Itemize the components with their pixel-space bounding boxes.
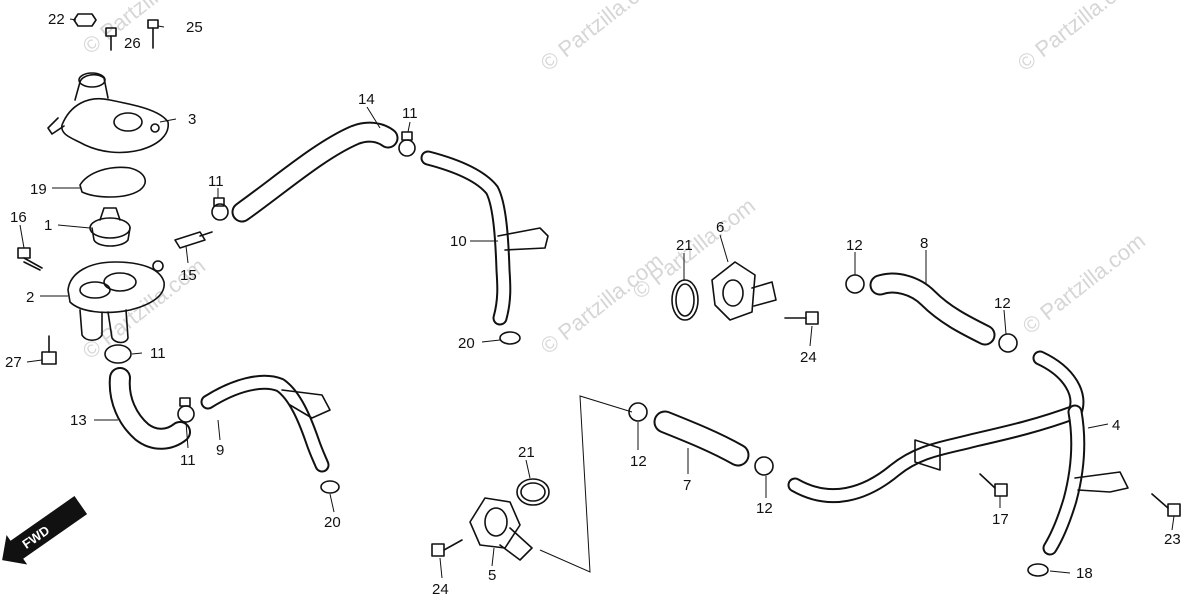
bracket-10 <box>497 227 549 251</box>
watermarks: © Partzilla.com © Partzilla.com © Partzi… <box>78 0 1150 364</box>
callouts: 22 26 25 3 19 16 1 2 27 11 13 11 15 11 1… <box>5 11 1181 598</box>
callout-23: 23 <box>1164 531 1181 548</box>
bolt-16 <box>17 247 43 271</box>
callout-24: 24 <box>800 349 817 366</box>
clamp-11 <box>177 397 195 423</box>
clamp-12 <box>845 274 865 294</box>
callout-4: 4 <box>1112 417 1120 434</box>
callout-12: 12 <box>846 237 863 254</box>
thermostat-cover-3 <box>47 72 169 154</box>
callout-12: 12 <box>630 453 647 470</box>
watermark: © Partzilla.com <box>536 0 668 76</box>
callout-5: 5 <box>488 567 496 584</box>
connection-line <box>539 395 633 573</box>
bolt-27 <box>41 335 57 365</box>
thermostat-housing-2 <box>67 260 165 344</box>
callout-15: 15 <box>180 267 197 284</box>
callout-11: 11 <box>180 452 196 469</box>
clamp-11 <box>211 197 229 221</box>
callout-21: 21 <box>676 237 693 254</box>
clamp-11 <box>104 344 132 364</box>
thermostat-1 <box>89 207 131 247</box>
clamp-12 <box>998 333 1018 353</box>
grommet-20 <box>320 480 340 494</box>
callout-16: 16 <box>10 209 27 226</box>
callout-25: 25 <box>186 19 203 36</box>
watermark: © Partzilla.com <box>628 193 760 304</box>
bolt-26 <box>105 27 117 51</box>
bracket-4 <box>1074 471 1129 493</box>
grommet-20 <box>499 331 521 345</box>
clamp-12 <box>628 402 648 422</box>
callout-26: 26 <box>124 35 141 52</box>
callout-21: 21 <box>518 444 535 461</box>
callout-2: 2 <box>26 289 34 306</box>
o-ring-21 <box>516 478 550 506</box>
joint-6 <box>711 261 777 321</box>
watermark: © Partzilla.com <box>1018 228 1150 339</box>
callout-8: 8 <box>920 235 928 252</box>
arrow-icon <box>2 496 88 565</box>
callout-11: 11 <box>150 345 166 362</box>
clamp-12 <box>754 456 774 476</box>
o-ring-18 <box>1027 563 1049 577</box>
hoses <box>108 121 1086 556</box>
bracket-9 <box>281 389 331 419</box>
callout-6: 6 <box>716 219 724 236</box>
callout-1: 1 <box>44 217 52 234</box>
leader-lines <box>19 18 1175 579</box>
callout-11: 11 <box>402 105 418 122</box>
callout-20: 20 <box>458 335 475 352</box>
clamp-11 <box>398 131 416 157</box>
callout-22: 22 <box>48 11 65 28</box>
o-ring-21 <box>671 279 699 321</box>
callout-24: 24 <box>432 581 449 598</box>
bolt-25 <box>147 19 159 49</box>
watermark: © Partzilla.com <box>536 248 668 359</box>
watermark: © Partzilla.com <box>1013 0 1145 76</box>
sensor-15 <box>174 231 213 249</box>
callout-9: 9 <box>216 442 224 459</box>
callout-14: 14 <box>358 91 375 108</box>
callout-12: 12 <box>756 500 773 517</box>
callout-27: 27 <box>5 354 22 371</box>
fwd-arrow: FWD <box>2 496 88 565</box>
callout-12: 12 <box>994 295 1011 312</box>
nut-22 <box>73 13 97 27</box>
callout-3: 3 <box>188 111 196 128</box>
joint-5 <box>469 497 533 561</box>
bolt-17 <box>979 473 1008 497</box>
bolt-24 <box>784 311 819 325</box>
callout-19: 19 <box>30 181 47 198</box>
gasket-19 <box>79 166 146 198</box>
bolt-23 <box>1151 493 1181 517</box>
callout-11: 11 <box>208 173 224 190</box>
callout-10: 10 <box>450 233 467 250</box>
callout-18: 18 <box>1076 565 1093 582</box>
callout-20: 20 <box>324 514 341 531</box>
callout-17: 17 <box>992 511 1009 528</box>
callout-7: 7 <box>683 477 691 494</box>
bolt-24 <box>431 539 463 557</box>
callout-13: 13 <box>70 412 87 429</box>
